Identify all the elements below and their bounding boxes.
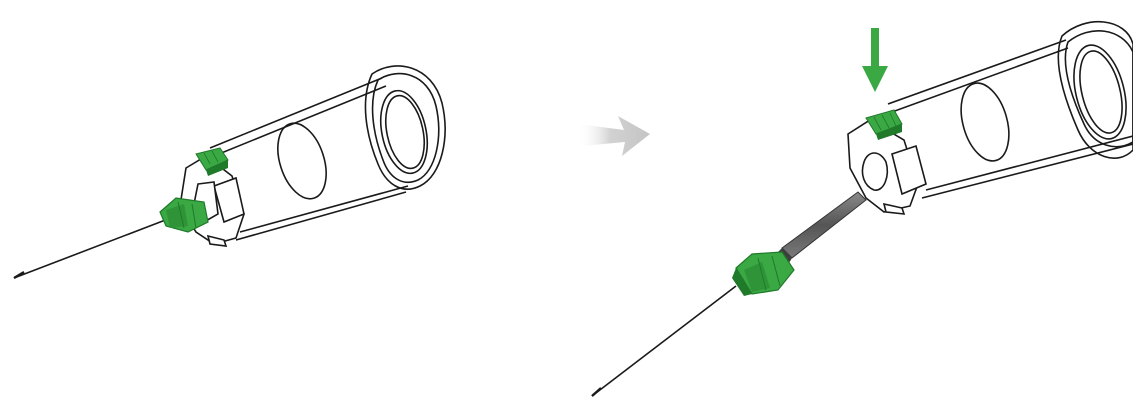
needle-hub (732, 251, 795, 296)
release-button (195, 147, 229, 176)
needle (591, 285, 737, 397)
release-button (865, 109, 903, 140)
release-housing (847, 119, 927, 215)
needle (13, 218, 169, 280)
press-down-arrow (862, 28, 888, 92)
step-2-holder-assembly (591, 21, 1133, 397)
needle-sheath (774, 191, 867, 268)
barrel (209, 65, 446, 241)
step-1-holder-assembly (13, 65, 446, 280)
barrel (887, 21, 1133, 199)
needle-hub (159, 197, 209, 233)
transition-arrow (578, 116, 650, 156)
